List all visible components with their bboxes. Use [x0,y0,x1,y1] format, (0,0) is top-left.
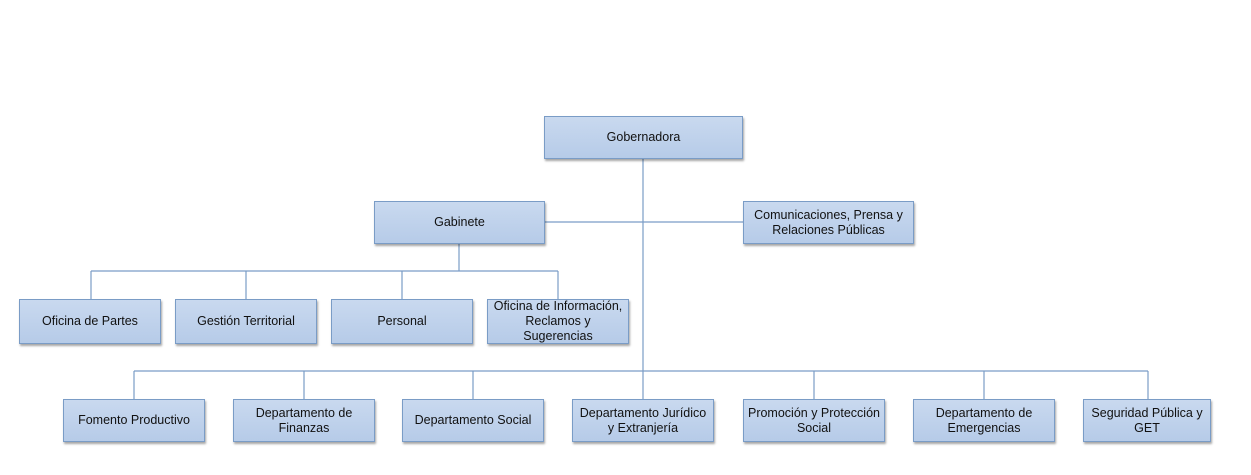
node-departamento-social: Departamento Social [402,399,544,442]
node-fomento-productivo: Fomento Productivo [63,399,205,442]
node-oficina-de-partes: Oficina de Partes [19,299,161,344]
node-label: Promoción y Protección Social [747,405,880,435]
node-label: Gabinete [434,215,485,229]
node-label: Departamento Social [414,413,532,427]
node-label: Comunicaciones, Prensa y Relaciones Públ… [754,207,903,237]
node-departamento-juridico: Departamento Jurídico y Extranjería [572,399,714,442]
node-comunicaciones: Comunicaciones, Prensa y Relaciones Públ… [743,201,914,244]
node-label: Fomento Productivo [78,413,190,427]
node-label: Oficina de Información, Reclamos y Suger… [493,299,623,343]
node-departamento-de-finanzas: Departamento de Finanzas [233,399,375,442]
node-label: Gestión Territorial [197,314,295,328]
node-gestion-territorial: Gestión Territorial [175,299,317,344]
node-gobernadora: Gobernadora [544,116,743,159]
node-label: Seguridad Pública y GET [1091,405,1203,435]
node-label: Oficina de Partes [42,314,138,328]
node-label: Departamento de Finanzas [255,405,353,435]
node-departamento-de-emergencias: Departamento de Emergencias [913,399,1055,442]
node-label: Departamento Jurídico y Extranjería [579,405,707,435]
node-label: Gobernadora [606,130,681,144]
node-label: Departamento de Emergencias [935,405,1033,435]
node-gabinete: Gabinete [374,201,545,244]
node-personal: Personal [331,299,473,344]
node-promocion-proteccion-social: Promoción y Protección Social [743,399,885,442]
node-label: Personal [377,314,427,328]
node-seguridad-publica: Seguridad Pública y GET [1083,399,1211,442]
node-oficina-de-informacion: Oficina de Información, Reclamos y Suger… [487,299,629,344]
